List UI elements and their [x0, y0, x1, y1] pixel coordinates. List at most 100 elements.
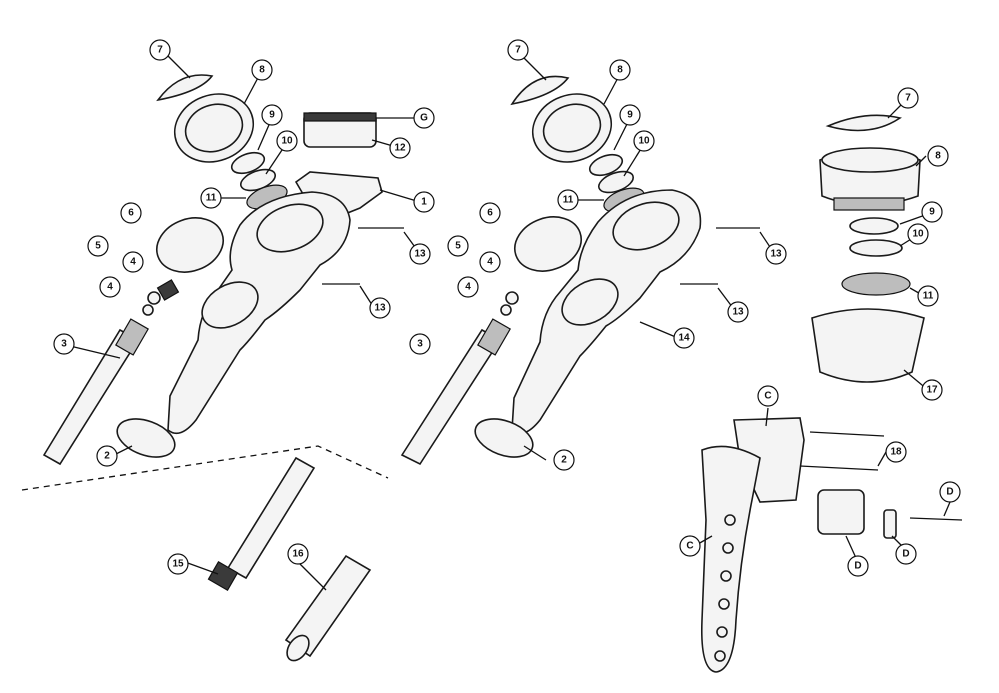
callout-10: 10: [633, 130, 655, 152]
middle-assembly: [400, 75, 760, 466]
callout-circle: [413, 107, 435, 129]
gauge-window-part: [561, 278, 619, 326]
callout-number: 14: [678, 333, 690, 344]
callout-number: G: [420, 113, 428, 124]
o-ring-part: [849, 217, 899, 235]
boot-part: [474, 418, 534, 458]
strap-hole: [714, 650, 726, 662]
callout-c: C: [757, 385, 779, 407]
callout-circle: [369, 297, 391, 319]
callout-18: 18: [885, 441, 907, 463]
callout-circle: [167, 553, 189, 575]
callout-circle: [921, 201, 943, 223]
callout-circle: [149, 39, 171, 61]
callout-17: 17: [921, 379, 943, 401]
callout-d: D: [939, 481, 961, 503]
callout-number: 2: [104, 451, 110, 462]
callout-circle: [479, 202, 501, 224]
callout-13: 13: [409, 243, 431, 265]
callout-number: 11: [923, 291, 934, 302]
callout-number: 10: [638, 136, 650, 147]
callout-circle: [99, 276, 121, 298]
callout-circle: [557, 189, 579, 211]
bezel-inner-part: [542, 103, 602, 153]
callout-circle: [727, 301, 749, 323]
wrist-strap-part: [700, 445, 761, 673]
callout-4: 4: [99, 276, 121, 298]
o-ring-part: [230, 151, 266, 175]
callout-number: 7: [157, 45, 163, 56]
callout-12: 12: [389, 137, 411, 159]
callout-circle: [679, 535, 701, 557]
callout-number: D: [946, 487, 953, 498]
callout-number: 5: [95, 241, 101, 252]
callout-number: 8: [935, 151, 941, 162]
hose-part: [226, 456, 316, 580]
callout-number: 9: [627, 110, 633, 121]
callout-number: 6: [128, 208, 134, 219]
bezel-inner-part: [821, 147, 919, 173]
callout-circle: [200, 187, 222, 209]
assembly-path-line: [21, 445, 389, 491]
callout-number: 18: [890, 447, 902, 458]
callout-1: 1: [413, 191, 435, 213]
gauge-window-part: [612, 201, 680, 251]
callout-14: 14: [673, 327, 695, 349]
callout-circle: [885, 441, 907, 463]
gauge-window-part: [256, 203, 324, 253]
callout-number: 4: [465, 282, 471, 293]
callout-9: 9: [261, 104, 283, 126]
right-assembly: [700, 114, 963, 673]
callout-circle: [609, 59, 631, 81]
callout-9: 9: [921, 201, 943, 223]
callout-number: 11: [563, 195, 574, 206]
housing-part: [811, 308, 925, 383]
callout-number: 13: [770, 249, 782, 260]
callout-circle: [122, 251, 144, 273]
left-assembly: [21, 74, 404, 662]
strap-hole: [720, 570, 732, 582]
strap-hole: [716, 626, 728, 638]
strap-hole: [718, 598, 730, 610]
callout-number: 13: [732, 307, 744, 318]
callout-number: 1: [421, 197, 427, 208]
callout-10: 10: [276, 130, 298, 152]
callout-number: D: [854, 561, 861, 572]
callout-circle: [633, 130, 655, 152]
pressure-gauge-part: [514, 216, 582, 272]
callout-d: D: [895, 543, 917, 565]
callout-number: 4: [107, 282, 113, 293]
callout-circle: [553, 449, 575, 471]
callout-circle: [847, 555, 869, 577]
callout-circle: [276, 130, 298, 152]
callout-circle: [96, 445, 118, 467]
pin-part: [799, 465, 879, 471]
callout-6: 6: [120, 202, 142, 224]
cap-knurl-part: [303, 112, 377, 122]
callout-11: 11: [917, 285, 939, 307]
callout-circle: [389, 137, 411, 159]
callout-number: 9: [269, 110, 275, 121]
callout-circle: [479, 251, 501, 273]
callout-circle: [287, 543, 309, 565]
callout-circle: [757, 385, 779, 407]
callout-circle: [939, 481, 961, 503]
callout-4: 4: [457, 276, 479, 298]
callout-circle: [765, 243, 787, 265]
callout-3: 3: [53, 333, 75, 355]
callout-number: 9: [929, 207, 935, 218]
strap-hole: [722, 542, 734, 554]
buckle-part: [817, 489, 865, 535]
callout-3: 3: [409, 333, 431, 355]
callout-number: 5: [455, 241, 461, 252]
callout-13: 13: [765, 243, 787, 265]
callout-number: D: [902, 549, 909, 560]
callout-circle: [927, 145, 949, 167]
callout-8: 8: [251, 59, 273, 81]
callout-number: 6: [487, 208, 493, 219]
callout-6: 6: [479, 202, 501, 224]
keeper-part: [883, 509, 897, 539]
callout-number: 11: [206, 193, 217, 204]
callout-circle: [409, 243, 431, 265]
